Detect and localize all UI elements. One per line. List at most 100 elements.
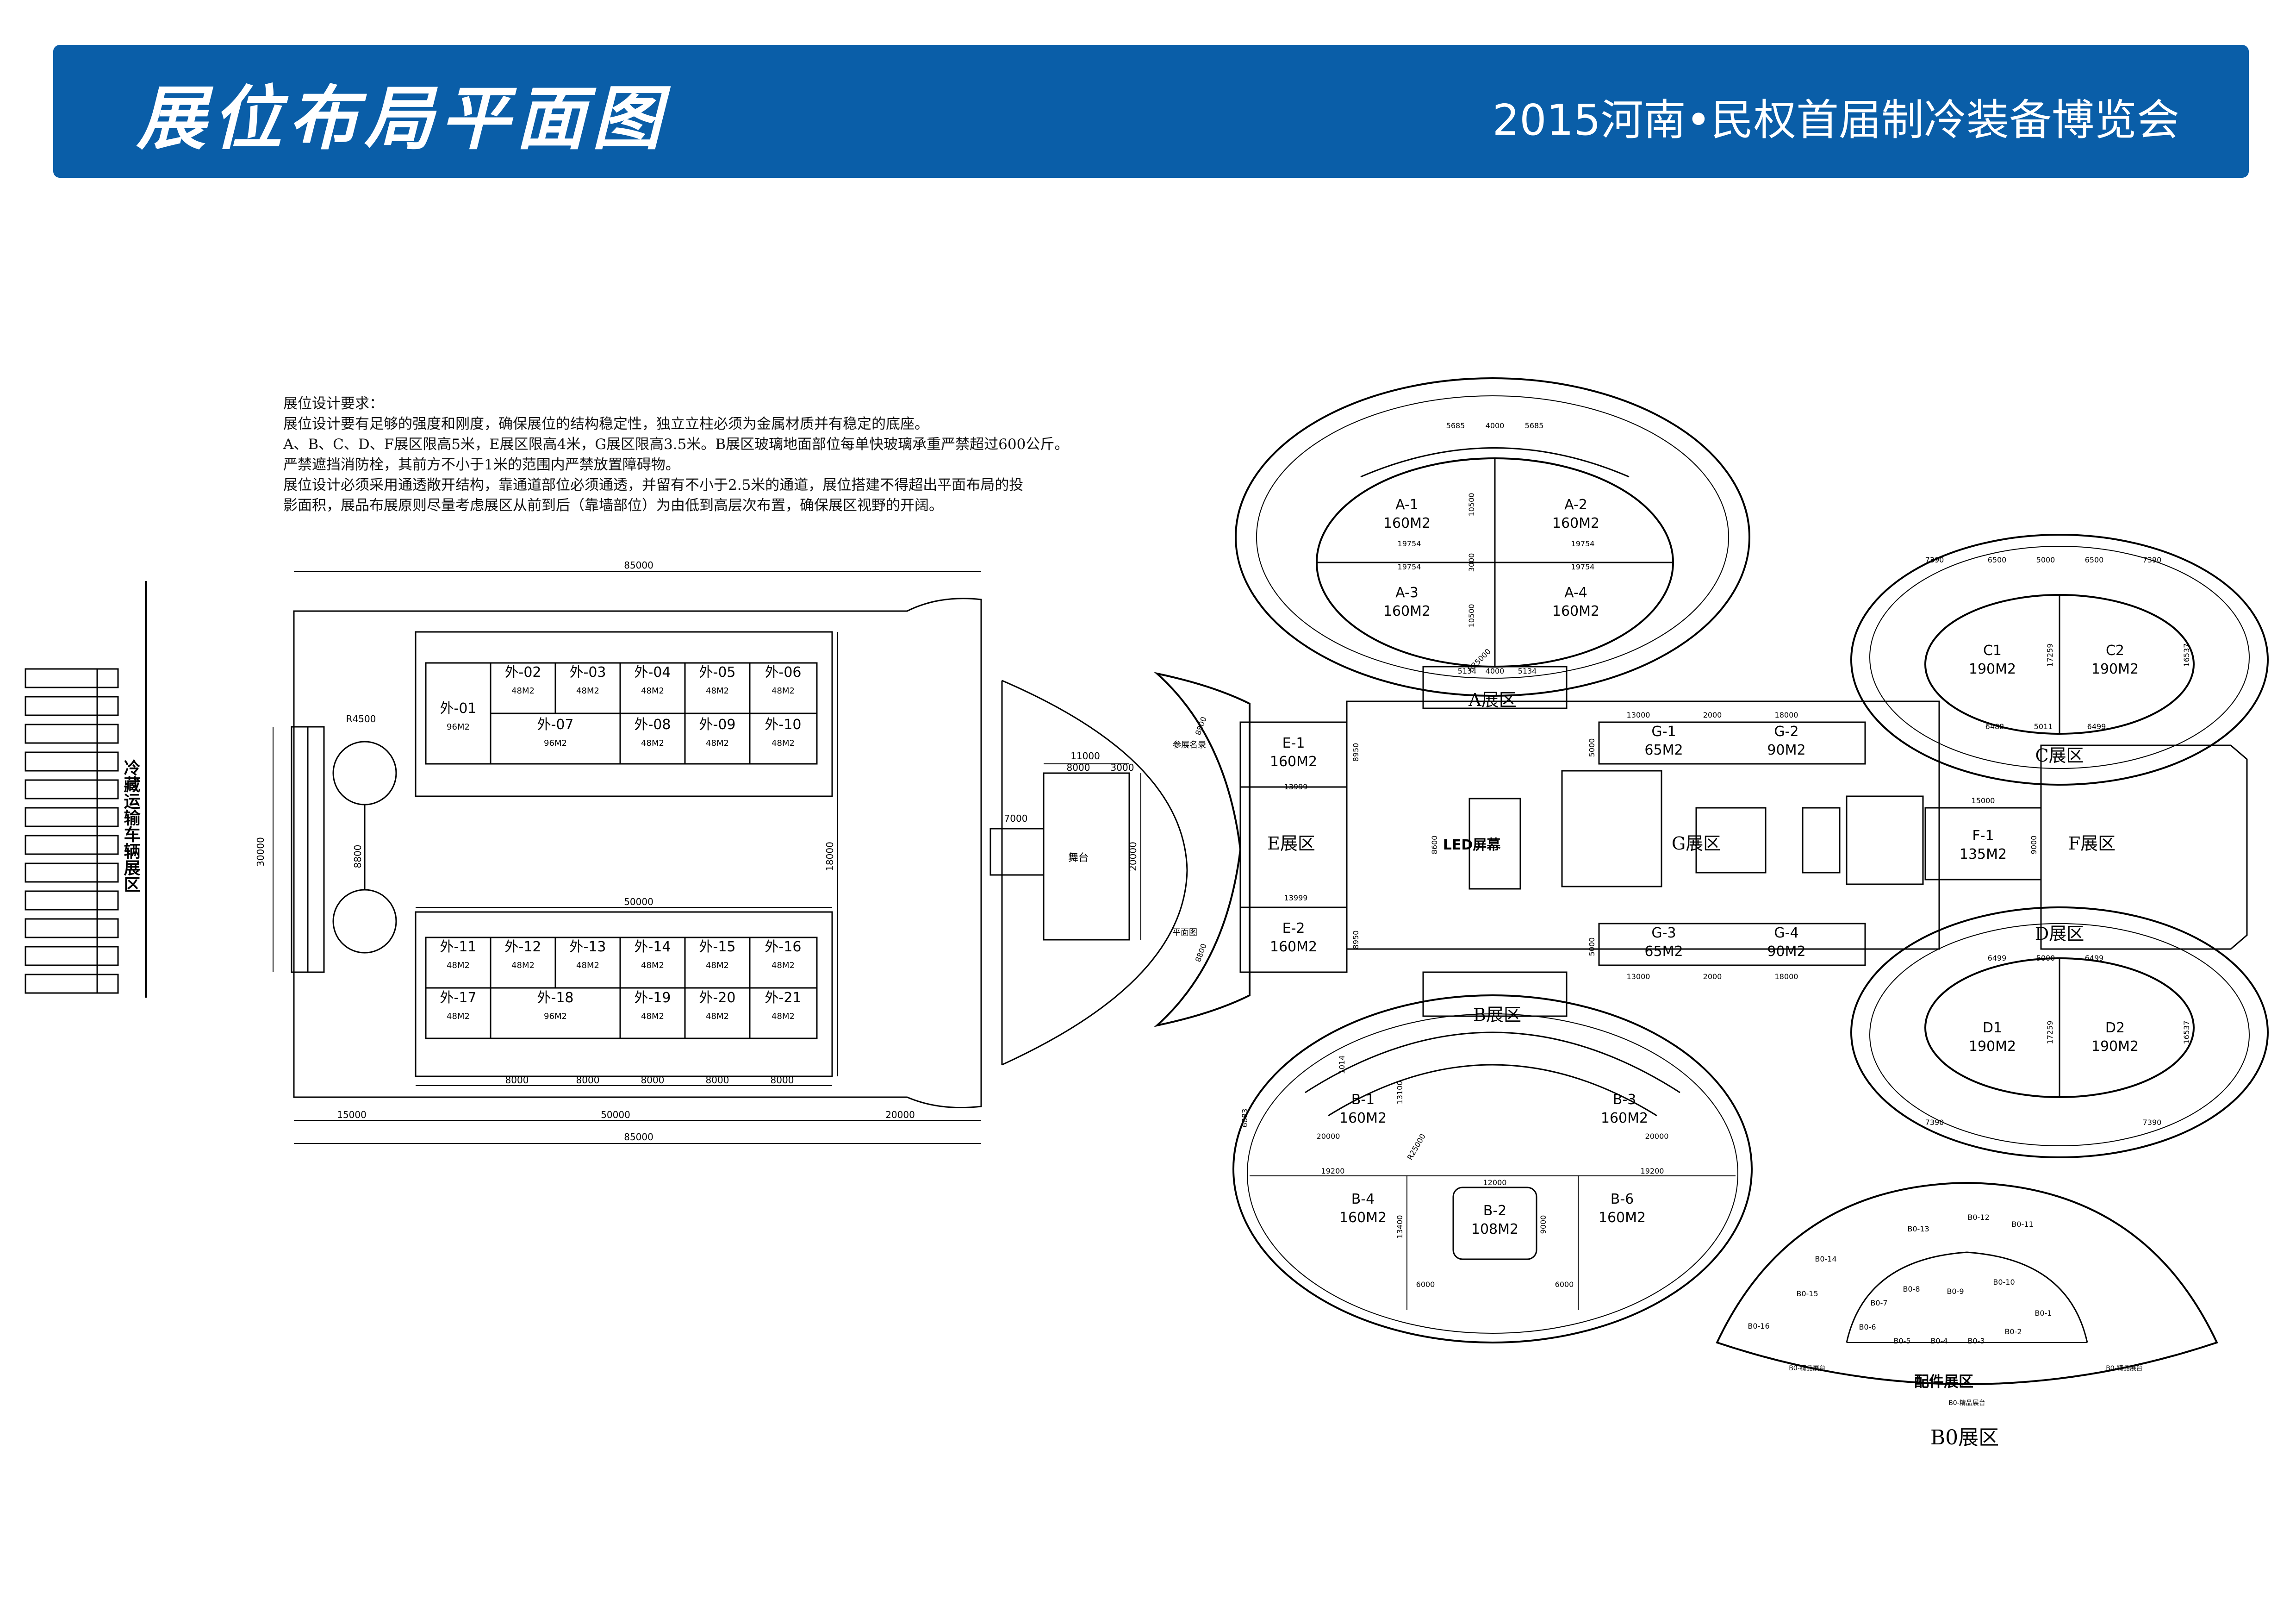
booth-id: A-4 [1564,585,1587,601]
booth-area: 48M2 [447,961,470,970]
requirement-line: 影面积，展品布展原则尽量考虑展区从前到后（靠墙部位）为由低到高层次布置，确保展区… [283,497,943,514]
dim-label: 8000 [505,1074,529,1086]
booth-id: 外-12 [505,939,541,955]
booth-id: 外-10 [765,717,802,733]
dim-label: 20000 [1645,1132,1669,1141]
desk-label: B0-精品展台 [1948,1399,1985,1407]
booth-id: B0-15 [1796,1289,1818,1298]
desk-label: B0-精品展台 [1789,1365,1826,1372]
booth-id: 外-13 [570,939,606,955]
booth-area: 160M2 [1270,754,1317,770]
dim-label: 8950 [1351,743,1360,762]
booth-id: 外-06 [765,664,802,681]
booth-area: 160M2 [1270,939,1317,955]
booth-id: B0-1 [2035,1309,2052,1318]
booth-id: B-6 [1611,1191,1634,1207]
booth-id: A-1 [1395,497,1419,513]
booth-area: 190M2 [2091,661,2139,677]
booth-id: G-1 [1651,724,1676,740]
booth-id: 外-21 [765,990,802,1006]
hall-b0-label: B0展区 [1930,1426,1999,1449]
hall-g-frame [1346,700,1940,950]
booth-id: B-4 [1351,1191,1375,1207]
booth-area: 48M2 [772,961,795,970]
vehicle-slot [25,862,119,883]
dim-label: 85000 [624,560,653,571]
booth-area: 135M2 [1960,846,2007,862]
vehicle-slot [25,918,119,938]
hall-a-outer [1235,377,1750,697]
booth-id: 外-20 [699,990,736,1006]
dim-label: 18000 [824,842,835,871]
booth-id: F-1 [1972,828,1994,844]
dim-label: 10500 [1467,604,1476,628]
booth-area: 48M2 [641,1012,664,1021]
hall-e-label: E展区 [1267,833,1315,854]
dim-label: 19754 [1398,562,1421,571]
booth-area: 48M2 [511,686,535,696]
booth-area: 48M2 [576,961,599,970]
vehicle-slot [25,835,119,855]
dim-label: 6500 [1988,556,2007,564]
booth-id: B0-2 [2004,1327,2022,1336]
requirement-line: 严禁遮挡消防栓，其前方不小于1米的范围内严禁放置障碍物。 [283,456,680,473]
dim-label: 13400 [1395,1215,1404,1239]
booth-area: 48M2 [772,686,795,696]
dim-label: 13100 [1395,1081,1404,1105]
booth-area: 190M2 [2091,1038,2139,1055]
booth-id: D1 [1983,1020,2002,1036]
dim-label: 50000 [601,1109,630,1120]
dim-label: 50000 [624,896,653,907]
dim-label: 19754 [1571,562,1595,571]
vehicle-slot [25,696,119,716]
hall-d [1850,906,2269,1158]
booth-area: 190M2 [1969,661,2016,677]
booth-id: 外-05 [699,664,736,681]
booth-area: 160M2 [1601,1110,1648,1126]
dim-label: 4000 [1486,667,1505,675]
booth-area: 48M2 [641,738,664,748]
booth-id: B0-6 [1859,1323,1876,1331]
booth-id: B0-9 [1947,1287,1964,1296]
booth-id: C2 [2106,643,2124,659]
hall-b-label: B展区 [1473,1005,1521,1025]
booth-b2-frame [1452,1187,1537,1260]
page-header: 展位布局平面图 2015河南•民权首届制冷装备博览会 [53,45,2249,178]
dim-label: 18000 [1775,711,1798,719]
vehicle-slot [25,751,119,772]
hall-b-outer [1232,994,1753,1343]
booth-id: A-3 [1395,585,1419,601]
booth-id: 外-02 [505,664,541,681]
booth-id: E-2 [1282,920,1305,937]
booth-area: 48M2 [772,1012,795,1021]
dim-label: 6000 [1416,1280,1435,1289]
dim-label: 12000 [1483,1178,1507,1187]
dim-label: 5000 [2036,954,2055,962]
dim-label: 8800 [352,845,363,868]
stage-arc [1002,680,1188,1066]
booth-id: 外-19 [635,990,671,1006]
booth-id: C1 [1983,643,2002,659]
site-boundary [293,598,982,1108]
dim-label: 5000 [2036,556,2055,564]
dim-label: 2000 [1703,711,1722,719]
booth-area: 48M2 [706,961,729,970]
booth-area: 160M2 [1383,515,1431,531]
vehicle-slot [25,779,119,800]
booth-id: D2 [2105,1020,2125,1036]
dim-label: 6500 [2085,556,2104,564]
dim-label: 13999 [1284,782,1308,791]
hall-b-entrance [1422,971,1568,1017]
booth-id: G-2 [1774,724,1798,740]
dim-label: 8950 [1351,931,1360,949]
dim-label: 16537 [2182,643,2191,667]
outdoor-area [25,571,1188,1144]
dim-label: 19754 [1571,539,1595,548]
booth-area: 160M2 [1383,603,1431,619]
hall-c-outer [1850,534,2269,786]
booth-id: 外-16 [765,939,802,955]
dim-label: 1014 [1338,1056,1346,1074]
dim-label: 5000 [1587,738,1596,757]
booth-area: 48M2 [447,1012,470,1021]
